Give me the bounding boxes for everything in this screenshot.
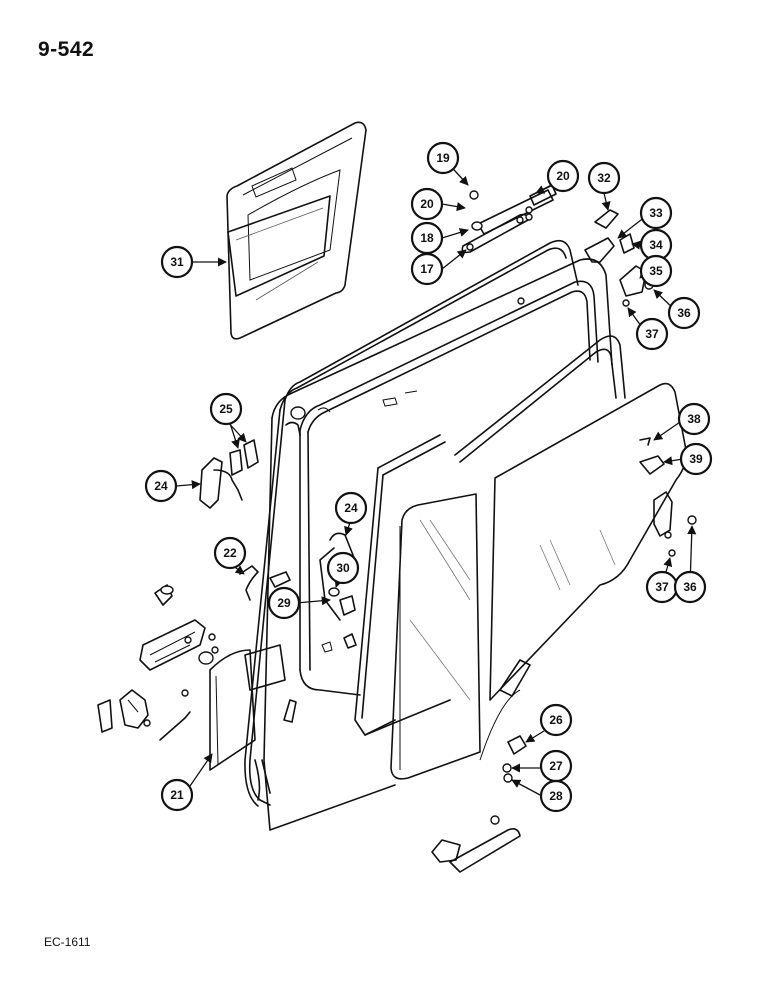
callout-label: 33 (649, 206, 663, 220)
callout-38: 38 (677, 402, 711, 436)
glass-seal-part (354, 335, 626, 736)
callout-24-left: 24 (144, 469, 178, 503)
callout-label: 21 (170, 788, 184, 802)
callout-label: 36 (677, 306, 691, 320)
inner-handle-part (139, 584, 219, 671)
callout-label: 17 (420, 262, 434, 276)
callout-label: 37 (645, 327, 659, 341)
door-latch-part (97, 689, 191, 741)
trim-panel-part (226, 121, 367, 340)
lock-cylinder-part (502, 735, 527, 783)
callout-39: 39 (679, 442, 713, 476)
glass-guide-part (321, 587, 357, 653)
callout-label: 26 (549, 713, 563, 727)
callout-label: 28 (549, 789, 563, 803)
callout-20-left: 20 (410, 187, 444, 221)
callout-label: 39 (689, 452, 703, 466)
outer-handle-part (431, 815, 521, 873)
callout-17: 17 (410, 252, 444, 286)
latch-parts-upper (584, 209, 654, 307)
callout-18: 18 (410, 221, 444, 255)
callout-label: 32 (597, 171, 611, 185)
callout-30: 30 (326, 551, 360, 585)
hinge-parts-left (199, 439, 356, 621)
callout-label: 36 (683, 580, 697, 594)
callout-label: 20 (420, 197, 434, 211)
callout-label: 38 (687, 412, 701, 426)
hinge-parts-right (639, 437, 697, 557)
callout-27: 27 (539, 749, 573, 783)
callout-31: 31 (160, 245, 194, 279)
callout-label: 25 (219, 402, 233, 416)
door-frame-part (254, 258, 613, 831)
callout-20-right: 20 (546, 159, 580, 193)
callout-33: 33 (639, 196, 673, 230)
callout-label: 35 (649, 264, 663, 278)
callout-19: 19 (426, 141, 460, 175)
callout-35: 35 (639, 254, 673, 288)
door-seal-part (244, 239, 579, 807)
sliding-glass-part (390, 382, 688, 780)
callout-26: 26 (539, 703, 573, 737)
callout-25: 25 (209, 392, 243, 426)
callout-label: 37 (655, 580, 669, 594)
callout-label: 22 (223, 546, 237, 560)
page-number: 9-542 (38, 38, 95, 61)
callout-label: 30 (336, 561, 350, 575)
callout-label: 18 (420, 231, 434, 245)
callout-label: 20 (556, 169, 570, 183)
callout-21: 21 (160, 778, 194, 812)
callout-label: 24 (344, 501, 358, 515)
callout-36-upper: 36 (667, 296, 701, 330)
callout-36-lower: 36 (673, 570, 707, 604)
callout-label: 34 (649, 238, 663, 252)
callout-label: 24 (154, 479, 168, 493)
callout-32: 32 (587, 161, 621, 195)
callout-37-upper: 37 (635, 317, 669, 351)
lower-panel-part (209, 644, 286, 771)
callout-label: 27 (549, 759, 563, 773)
callout-label: 29 (277, 596, 291, 610)
callout-22: 22 (213, 536, 247, 570)
callout-24-center: 24 (334, 491, 368, 525)
drawing-code: EC-1611 (44, 935, 91, 949)
callout-label: 31 (170, 255, 184, 269)
callout-37-lower: 37 (645, 570, 679, 604)
gas-strut-part (461, 184, 557, 254)
callout-28: 28 (539, 779, 573, 813)
callout-29: 29 (267, 586, 301, 620)
callout-label: 19 (436, 151, 450, 165)
callout-34: 34 (639, 228, 673, 262)
